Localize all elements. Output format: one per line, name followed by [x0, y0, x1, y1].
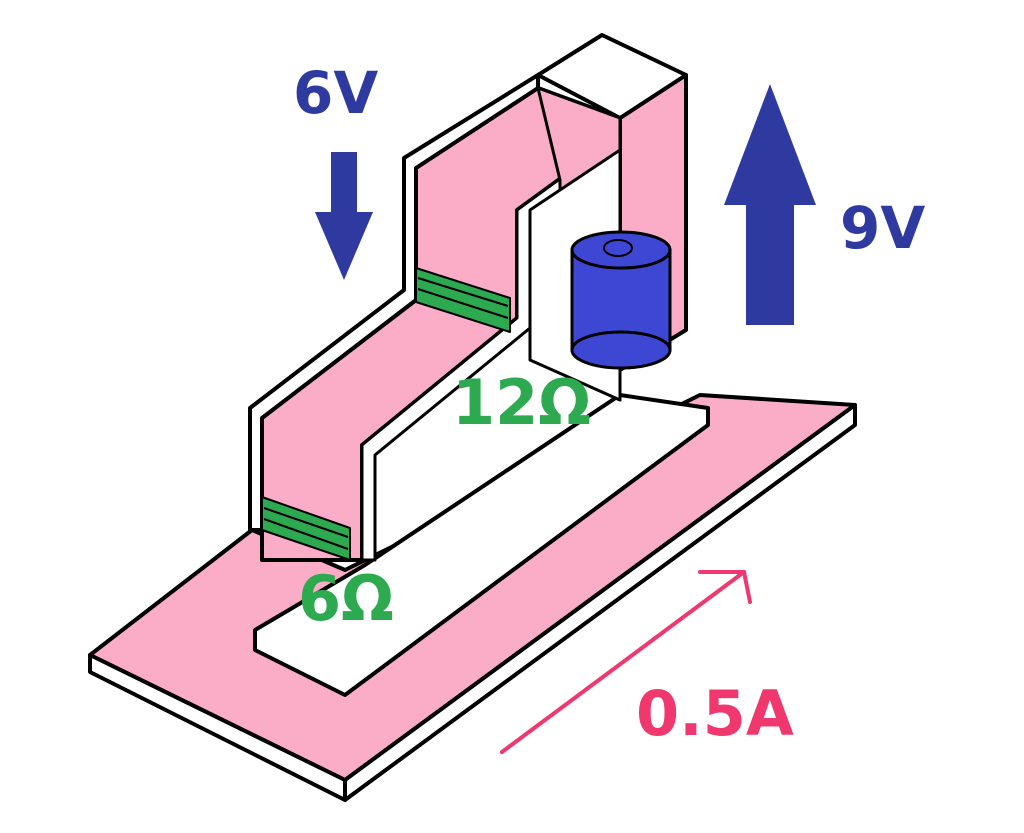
- resistor-lower-body: [261, 496, 351, 561]
- resistor-upper-label: 12Ω: [452, 366, 591, 439]
- current-arrow-shaft: [500, 570, 746, 754]
- arrow-down-shaft: [331, 152, 357, 214]
- resistor-lower-stripe-2: [263, 518, 349, 550]
- resistor-lower-stripe-1: [263, 507, 349, 538]
- battery-terminal: [603, 239, 633, 257]
- tower-top: [536, 33, 688, 120]
- arrow-down-head: [315, 212, 373, 280]
- stepped-wall-top-edge: [248, 73, 540, 532]
- base-inner-slot: [253, 393, 710, 697]
- base-ramp: [88, 393, 857, 802]
- voltage-rise-label: 9V: [840, 194, 925, 262]
- arrow-down-icon: [315, 152, 373, 280]
- arrow-up-head: [724, 84, 816, 205]
- resistor-upper: [415, 267, 511, 333]
- voltage-drop-label: 6V: [293, 59, 378, 127]
- arrow-up-shaft: [746, 203, 794, 325]
- current-label: 0.5A: [636, 677, 794, 750]
- arrow-up-icon: [724, 84, 816, 325]
- base-ramp-side-right: [343, 403, 857, 802]
- battery-bottom: [570, 330, 672, 370]
- current-arrow-head: [698, 570, 752, 604]
- resistor-upper-stripe-2: [417, 288, 509, 319]
- resistor-lower-label: 6Ω: [298, 562, 394, 635]
- battery-cylinder-icon: [570, 230, 672, 370]
- arrow-up-right-icon: [500, 570, 752, 754]
- resistor-lower: [261, 496, 351, 561]
- resistor-upper-stripe-1: [417, 277, 509, 307]
